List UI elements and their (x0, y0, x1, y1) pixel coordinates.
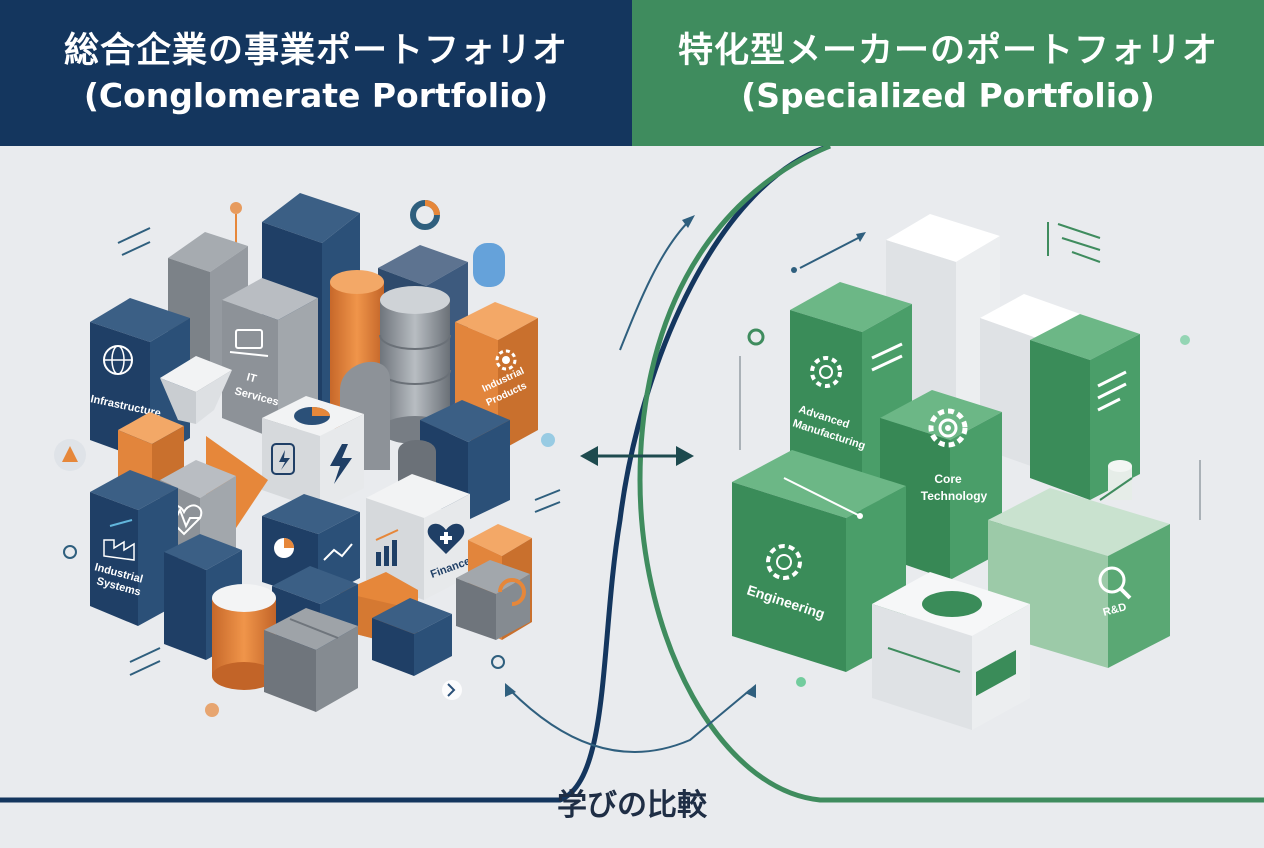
specialized-block (1030, 314, 1140, 500)
globe-icon (103, 345, 133, 375)
conglomerate-title-jp: 総合企業の事業ポートフォリオ (63, 31, 568, 71)
arrowhead-right (676, 446, 694, 466)
pie-chart-icon (274, 538, 294, 558)
gear-icon (810, 356, 842, 388)
conglomerate-cluster: Infrastructure IT Services Industrial Pr (54, 193, 561, 717)
specialized-decorations (739, 222, 1201, 687)
gear-icon (928, 408, 968, 448)
core-technology-label-line2: Technology (921, 489, 988, 503)
pie-chart-icon (294, 407, 330, 425)
specialized-header: 特化型メーカーのポートフォリオ (Specialized Portfolio) (632, 0, 1264, 146)
conglomerate-title-en: (Conglomerate Portfolio) (83, 76, 549, 115)
arrowhead-left (580, 446, 598, 466)
lightning-icon (330, 444, 352, 484)
conglomerate-block (372, 598, 452, 676)
bottom-arc-arrowhead-left (505, 683, 516, 697)
rnd-label: R&D (1102, 601, 1128, 619)
heart-icon (427, 523, 465, 554)
specialized-cluster: Advanced Manufacturing Core Technology (732, 214, 1201, 730)
bar-chart-icon (375, 529, 399, 566)
bottom-arc-arrowhead-right (745, 684, 756, 698)
specialized-block (872, 572, 1030, 730)
navy-curve (0, 146, 831, 803)
bottom-arc-arrow (509, 689, 751, 753)
energy-badge-icon (271, 443, 295, 475)
laptop-icon (229, 329, 269, 357)
core-technology-label-line1: Core (934, 472, 962, 486)
engineering-block: Engineering (732, 450, 906, 672)
comparison-label: 学びの比較 (557, 788, 707, 823)
conglomerate-block (160, 356, 232, 424)
specialized-title-jp: 特化型メーカーのポートフォリオ (677, 31, 1218, 71)
magnifier-icon (1098, 566, 1132, 600)
factory-icon (103, 519, 135, 561)
gear-icon (495, 349, 517, 371)
arrow-right-icon (442, 680, 462, 700)
conglomerate-decorations (54, 200, 561, 717)
connection-curves (0, 146, 1264, 803)
industrial-systems-block: Industrial Systems (90, 470, 178, 626)
comparison-arrow (580, 446, 694, 466)
green-curve (637, 146, 1264, 803)
gear-icon (766, 544, 802, 580)
portfolio-diagram: Infrastructure IT Services Industrial Pr (0, 146, 1264, 803)
it-services-label-line1: IT (245, 371, 258, 385)
top-arc-arrow (619, 219, 691, 351)
specialized-title-en: (Specialized Portfolio) (741, 76, 1155, 115)
conglomerate-block (264, 608, 358, 712)
energy-block (262, 396, 364, 510)
conglomerate-block (456, 524, 532, 640)
conglomerate-header: 総合企業の事業ポートフォリオ (Conglomerate Portfolio) (0, 0, 632, 146)
top-arc-arrowhead (682, 215, 695, 228)
